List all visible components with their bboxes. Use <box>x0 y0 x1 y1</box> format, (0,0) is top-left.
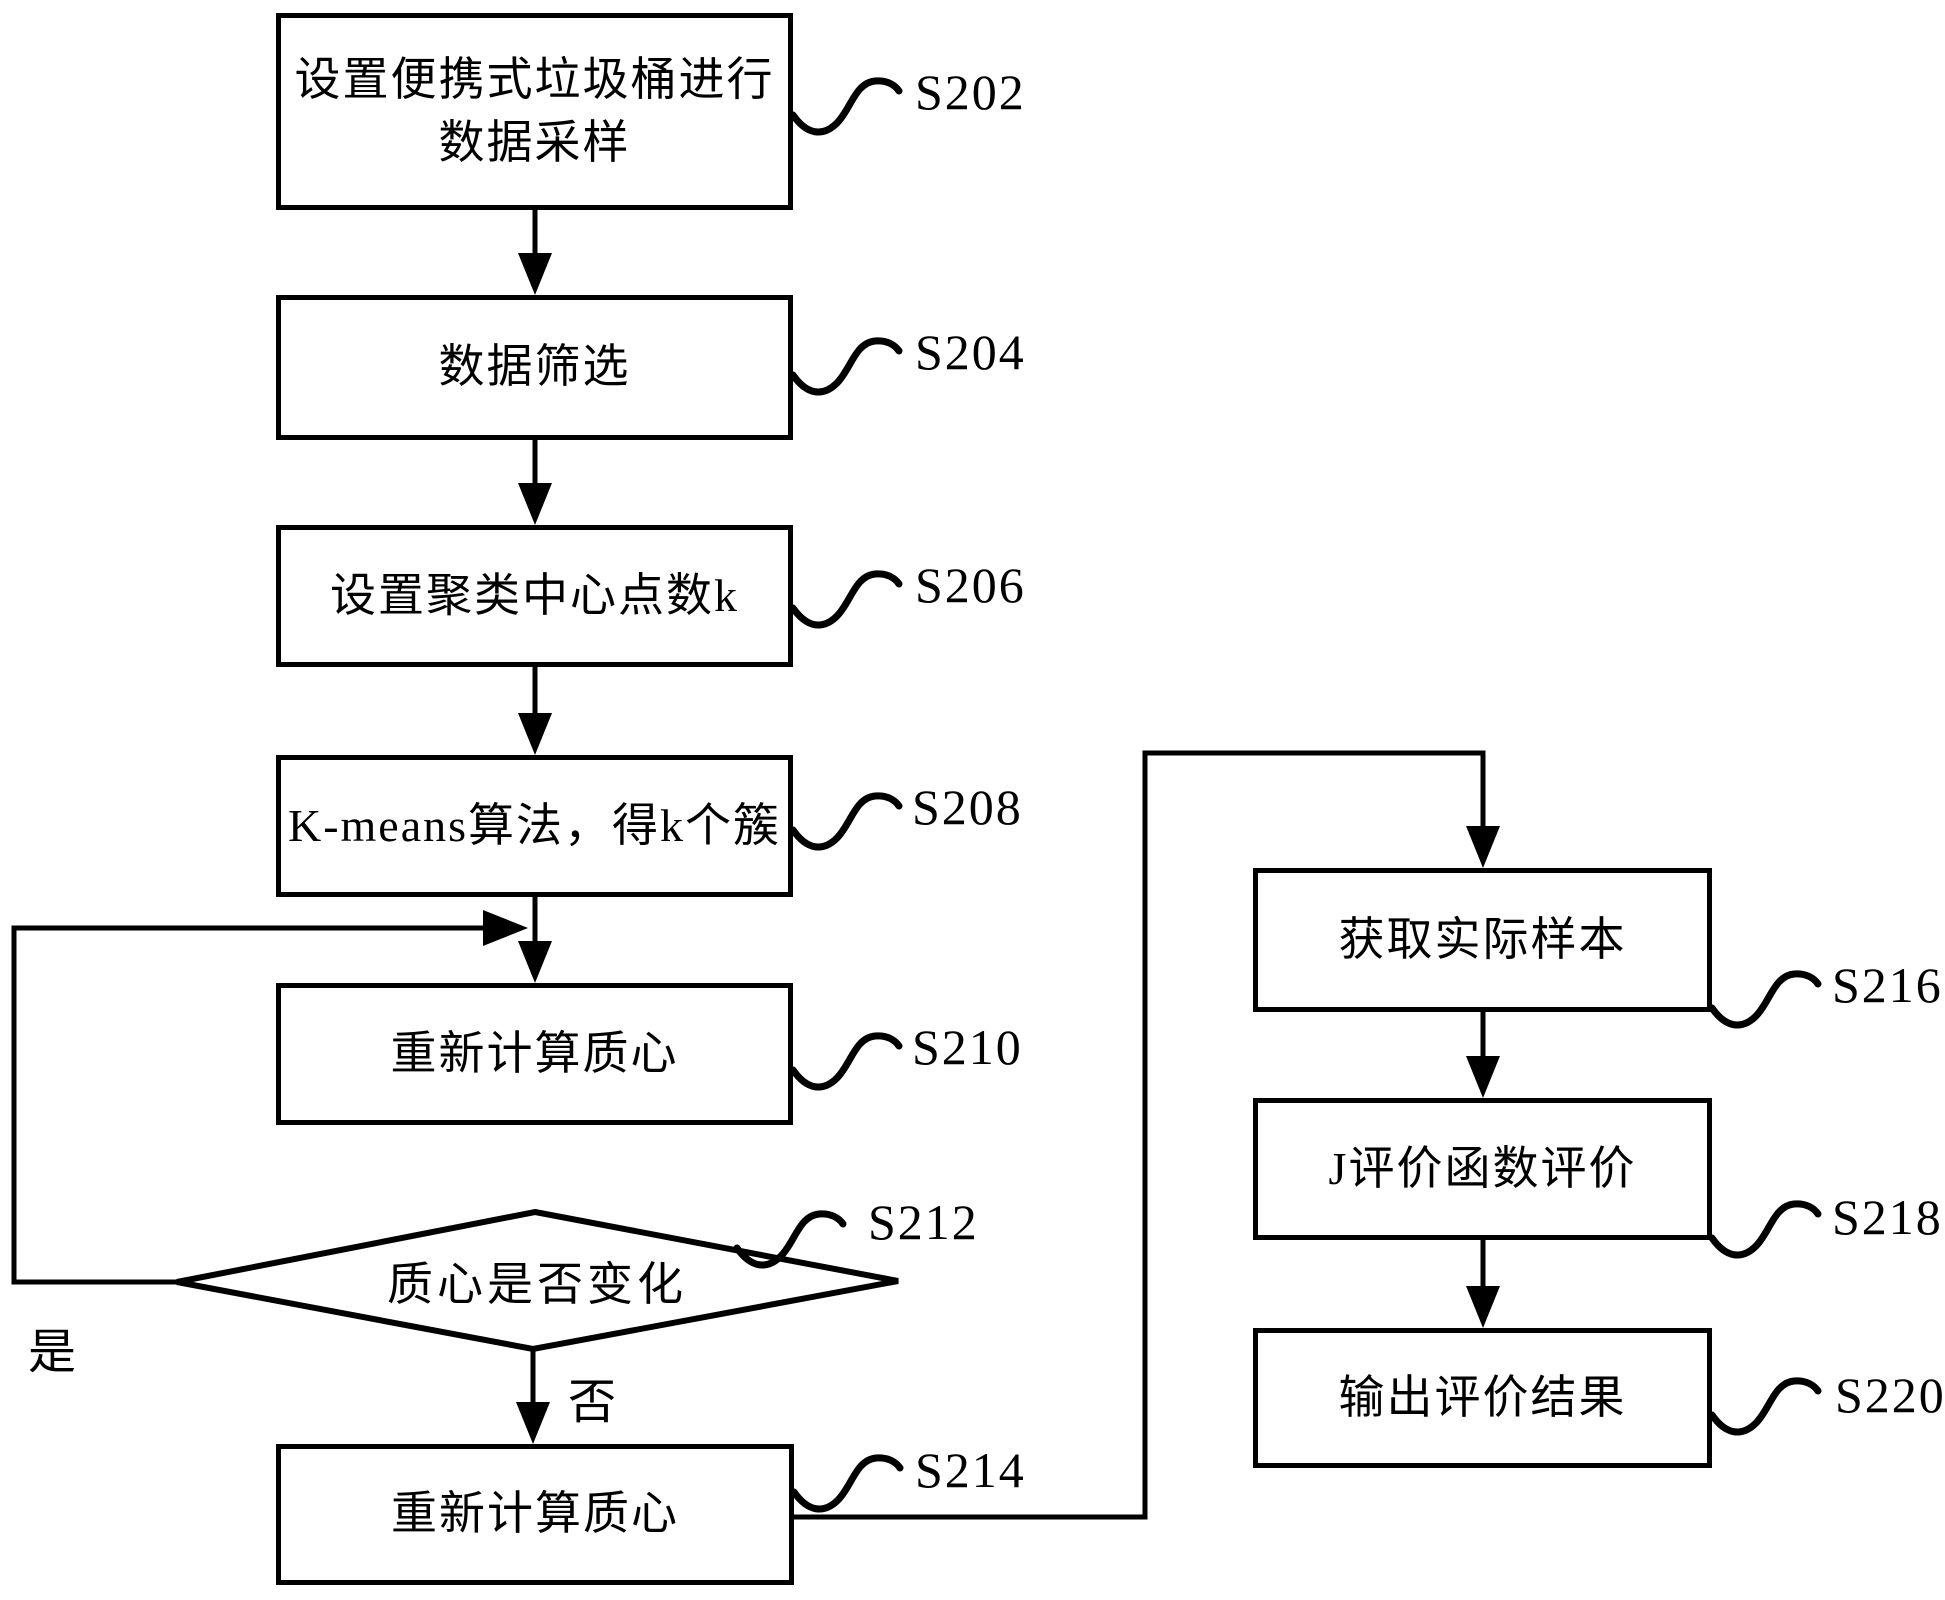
loop-back-line <box>11 925 486 1285</box>
flow-node-s210: 重新计算质心 <box>276 983 793 1125</box>
squiggle-s218 <box>1708 1200 1822 1259</box>
flow-node-s214: 重新计算质心 <box>276 1444 794 1585</box>
flow-node-s220: 输出评价结果 <box>1253 1328 1712 1468</box>
flow-node-s204: 数据筛选 <box>276 295 793 440</box>
squiggle-s204 <box>789 337 903 396</box>
step-label-s214: S214 <box>915 1442 1026 1498</box>
arrowhead-into-s206 <box>518 483 552 525</box>
arrowhead-into-s208 <box>518 713 552 755</box>
arrowhead-into-s216 <box>1466 826 1500 868</box>
flow-node-s202: 设置便携式垃圾桶进行数据采样 <box>276 13 793 210</box>
step-label-s212: S212 <box>868 1194 979 1250</box>
squiggle-s202 <box>789 77 903 136</box>
step-label-s208: S208 <box>912 779 1023 835</box>
arrowhead-into-s218 <box>1466 1056 1500 1098</box>
step-label-s210: S210 <box>912 1019 1023 1075</box>
branch-label-yes: 是 <box>28 1326 77 1379</box>
step-label-s220: S220 <box>1835 1367 1945 1423</box>
squiggle-s210 <box>789 1032 903 1091</box>
squiggle-s214 <box>790 1454 904 1513</box>
flow-node-s212-text: 质心是否变化 <box>387 1259 687 1310</box>
arrowhead-into-s210 <box>518 941 552 983</box>
arrowhead-into-s220 <box>1466 1286 1500 1328</box>
flow-node-s218: J评价函数评价 <box>1253 1098 1712 1240</box>
flow-node-s208: K-means算法，得k个簇 <box>276 755 793 897</box>
step-label-s204: S204 <box>915 324 1026 380</box>
flow-node-s216: 获取实际样本 <box>1253 868 1712 1012</box>
arrowhead-into-s214 <box>516 1402 550 1444</box>
step-label-s218: S218 <box>1832 1189 1943 1245</box>
connector-s214-s216-line <box>794 750 1486 1520</box>
step-label-s202: S202 <box>915 64 1026 120</box>
squiggle-s220 <box>1708 1377 1822 1436</box>
squiggle-s208 <box>789 792 903 851</box>
squiggle-s212 <box>733 1210 847 1269</box>
branch-label-no: 否 <box>568 1376 617 1429</box>
flow-node-s206: 设置聚类中心点数k <box>276 525 793 667</box>
squiggle-s216 <box>1708 970 1822 1029</box>
arrowhead-into-s204 <box>518 253 552 295</box>
squiggle-s206 <box>789 570 903 629</box>
step-label-s216: S216 <box>1832 957 1943 1013</box>
step-label-s206: S206 <box>915 557 1026 613</box>
arrowhead-loop-into-main-line <box>483 910 528 946</box>
